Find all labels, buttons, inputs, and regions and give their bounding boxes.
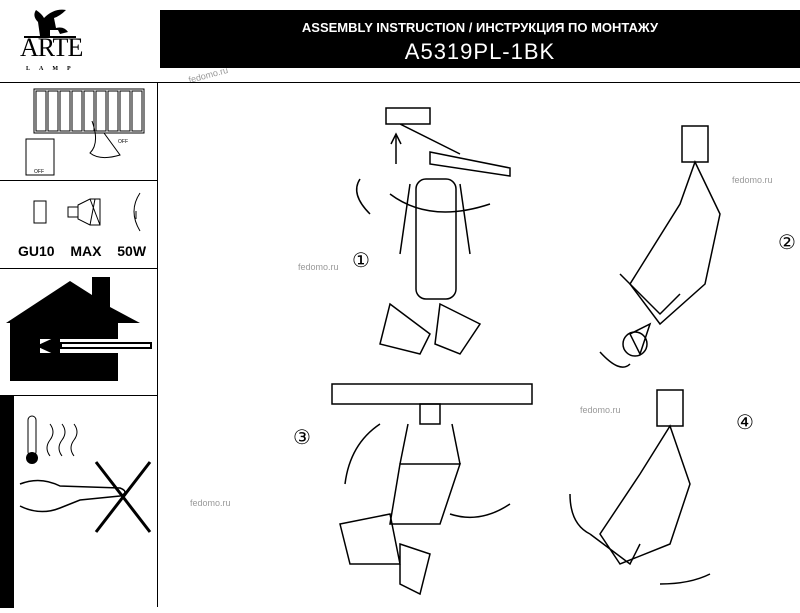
bulb-section: GU10 MAX 50W	[0, 181, 157, 269]
watermark: fedomo.ru	[580, 405, 621, 415]
divider	[158, 82, 800, 83]
heat-warning-section	[0, 396, 157, 608]
indoor-use-section	[0, 269, 157, 396]
hot-surface-warning-icon	[0, 396, 152, 608]
watermark: fedomo.ru	[190, 498, 231, 508]
house-indoor-icon	[6, 277, 156, 381]
step2-diagram	[599, 125, 721, 368]
model-number: A5319PL-1BK	[404, 39, 556, 64]
switch-off-label: OFF	[34, 169, 44, 175]
step-4-number: ④	[736, 412, 754, 434]
header-title: ASSEMBLY INSTRUCTION / ИНСТРУКЦИЯ ПО МОН…	[301, 20, 659, 35]
safety-panel: OFF OFF GU10 MAX 50W	[0, 82, 158, 608]
step3-diagram	[331, 383, 533, 596]
bulb-spec: GU10 MAX 50W	[18, 243, 147, 259]
step1-diagram	[355, 107, 511, 355]
logo-brand: ARTE	[20, 33, 83, 62]
step-2-number: ②	[778, 232, 796, 254]
logo-sub: LAMP	[26, 66, 80, 72]
step4-diagram	[569, 389, 711, 585]
step-3-number: ③	[293, 427, 311, 449]
rotate-icon	[133, 192, 141, 232]
power-off-section: OFF OFF	[0, 83, 157, 181]
winged-lion-icon	[24, 9, 76, 38]
step-1-number: ①	[352, 250, 370, 272]
breaker-off-label: OFF	[118, 139, 128, 145]
header-banner: ASSEMBLY INSTRUCTION / ИНСТРУКЦИЯ ПО МОН…	[160, 10, 800, 68]
watermark: fedomo.ru	[298, 262, 339, 272]
assembly-diagrams	[331, 107, 721, 596]
circuit-breaker-icon: OFF OFF	[25, 88, 145, 176]
bulb-icon	[33, 192, 141, 232]
watermark: fedomo.ru	[732, 175, 773, 185]
arte-lamp-logo: ARTE LAMP	[20, 6, 83, 80]
